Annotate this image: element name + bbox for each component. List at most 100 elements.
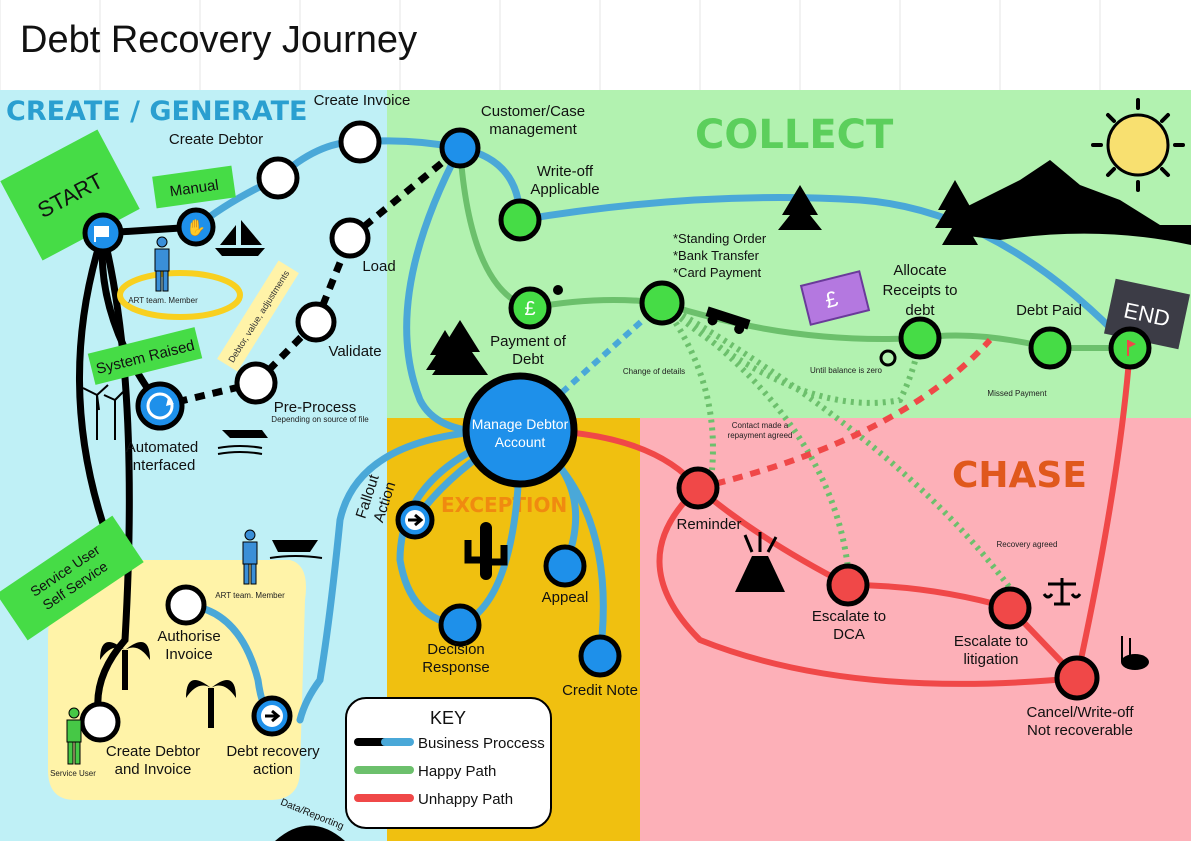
annotation-service-user: Service User: [50, 769, 96, 778]
label-payment-method-1: *Standing Order: [673, 231, 767, 246]
pound-icon: £: [524, 298, 535, 320]
label-decision-1: Decision: [427, 641, 485, 658]
label-create-debtor: Create Debtor: [169, 131, 263, 148]
validate-node[interactable]: [295, 301, 337, 343]
label-manage-2: Account: [495, 434, 546, 450]
pre-process-node[interactable]: [234, 361, 278, 405]
label-appeal: Appeal: [542, 589, 589, 606]
create-debtor-node[interactable]: [256, 156, 300, 200]
label-manage-1: Manage Debtor: [472, 416, 569, 432]
legend-title: KEY: [430, 708, 466, 728]
annotation-art-member-1: ART team. Member: [128, 296, 198, 305]
svg-text:£: £: [822, 286, 840, 313]
palm-tree-icon: [100, 642, 236, 728]
label-escalate-dca-2: DCA: [833, 626, 865, 643]
seaplane-icon: [217, 430, 268, 455]
volcano-icon: [735, 532, 785, 592]
money-icon: £: [799, 270, 871, 326]
sun-icon: [1091, 98, 1185, 192]
create-debtor-invoice-node[interactable]: [79, 701, 121, 743]
label-validate: Validate: [328, 343, 381, 360]
label-create-invoice: Create Invoice: [314, 92, 411, 109]
label-authorise-1: Authorise: [157, 628, 220, 645]
label-debt-paid: Debt Paid: [1016, 302, 1082, 319]
refresh-icon: [879, 349, 897, 367]
annotation-contact-made-2: repayment agreed: [728, 431, 793, 440]
credit-note-node[interactable]: [578, 634, 622, 678]
label-payment-1: Payment of: [490, 333, 567, 350]
arrow-right-icon: [405, 510, 425, 530]
manual-label: Manual: [169, 177, 220, 201]
appeal-node[interactable]: [543, 544, 587, 588]
annotation-missed-payment: Missed Payment: [987, 389, 1047, 398]
tree-icon: [426, 180, 978, 375]
label-customer-case-2: management: [489, 121, 577, 138]
load-node[interactable]: [329, 217, 371, 259]
manual-badge: Manual: [152, 165, 236, 209]
cancel-writeoff-node[interactable]: [1054, 655, 1100, 701]
label-allocate-2: Receipts to: [882, 282, 957, 299]
allocate-node[interactable]: [898, 316, 942, 360]
reminder-node[interactable]: [676, 466, 720, 510]
payment-node[interactable]: [508, 286, 552, 330]
writeoff-applicable-node[interactable]: [498, 198, 542, 242]
boat-icon: [215, 220, 265, 256]
missed-payment-path: [697, 337, 993, 491]
svg-text:£: £: [524, 298, 535, 320]
customer-case-node[interactable]: [439, 127, 481, 169]
label-create-debtor-inv-2: and Invoice: [115, 761, 192, 778]
manual-node[interactable]: [176, 207, 216, 247]
annotation-recovery-agreed: Recovery agreed: [997, 540, 1058, 549]
nodes: [79, 120, 1152, 743]
label-debt-recovery-2: action: [253, 761, 293, 778]
decision-node[interactable]: [438, 603, 482, 647]
label-pre-process-note: Depending on source of file: [271, 415, 369, 424]
manage-debtor-node[interactable]: [462, 372, 578, 488]
hand-icon: ✋: [186, 218, 206, 237]
label-create-debtor-inv-1: Create Debtor: [106, 743, 200, 760]
zone-chase-bg: [640, 418, 1191, 841]
label-decision-2: Response: [422, 659, 490, 676]
create-invoice-node[interactable]: [338, 120, 382, 164]
location-pin-icon: [553, 285, 563, 295]
label-pre-process: Pre-Process: [274, 399, 357, 416]
automated-node[interactable]: [135, 381, 185, 431]
annotation-contact-made-1: Contact made a: [732, 421, 789, 430]
label-escalate-dca-1: Escalate to: [812, 608, 886, 625]
wind-turbine-icon: [82, 384, 124, 440]
mountain-icon: [950, 160, 1191, 245]
zone-title-exception: EXCEPTION: [441, 493, 567, 517]
label-payment-method-2: *Bank Transfer: [673, 248, 760, 263]
golf-flag-icon: [1127, 340, 1136, 356]
legend: KEY Business Proccess Happy Path Unhappy…: [345, 697, 552, 829]
end-node[interactable]: [1108, 326, 1152, 370]
annotation-until-zero: Until balance is zero: [810, 366, 883, 375]
label-allocate-3: debt: [905, 302, 935, 319]
label-authorise-2: Invoice: [165, 646, 213, 663]
label-credit-note: Credit Note: [562, 682, 638, 699]
label-cancel-1: Cancel/Write-off: [1027, 704, 1135, 721]
scales-icon: [1042, 578, 1082, 606]
person-icon-3: [66, 707, 82, 765]
label-automated-1: Automated: [126, 439, 199, 456]
flag-icon: [94, 226, 109, 242]
authorise-node[interactable]: [165, 584, 207, 626]
escalate-litigation-node[interactable]: [988, 586, 1032, 630]
start-badge: START: [0, 129, 140, 261]
debt-paid-node[interactable]: [1028, 326, 1072, 370]
label-payment-2: Debt: [512, 351, 545, 368]
label-writeoff-2: Applicable: [530, 181, 599, 198]
standing-order-node[interactable]: [639, 280, 685, 326]
happy-paths-dotted: [659, 300, 1013, 590]
label-writeoff-1: Write-off: [537, 163, 594, 180]
label-automated-2: Interfaced: [129, 457, 196, 474]
label-payment-method-3: *Card Payment: [673, 265, 762, 280]
cactus-icon: [464, 522, 508, 580]
escalate-dca-node[interactable]: [826, 563, 870, 607]
hole-icon: [1121, 636, 1149, 670]
label-escalate-lit-1: Escalate to: [954, 633, 1028, 650]
person-icon-2: [242, 529, 258, 585]
label-debt-recovery-1: Debt recovery: [226, 743, 320, 760]
label-load: Load: [362, 258, 395, 275]
